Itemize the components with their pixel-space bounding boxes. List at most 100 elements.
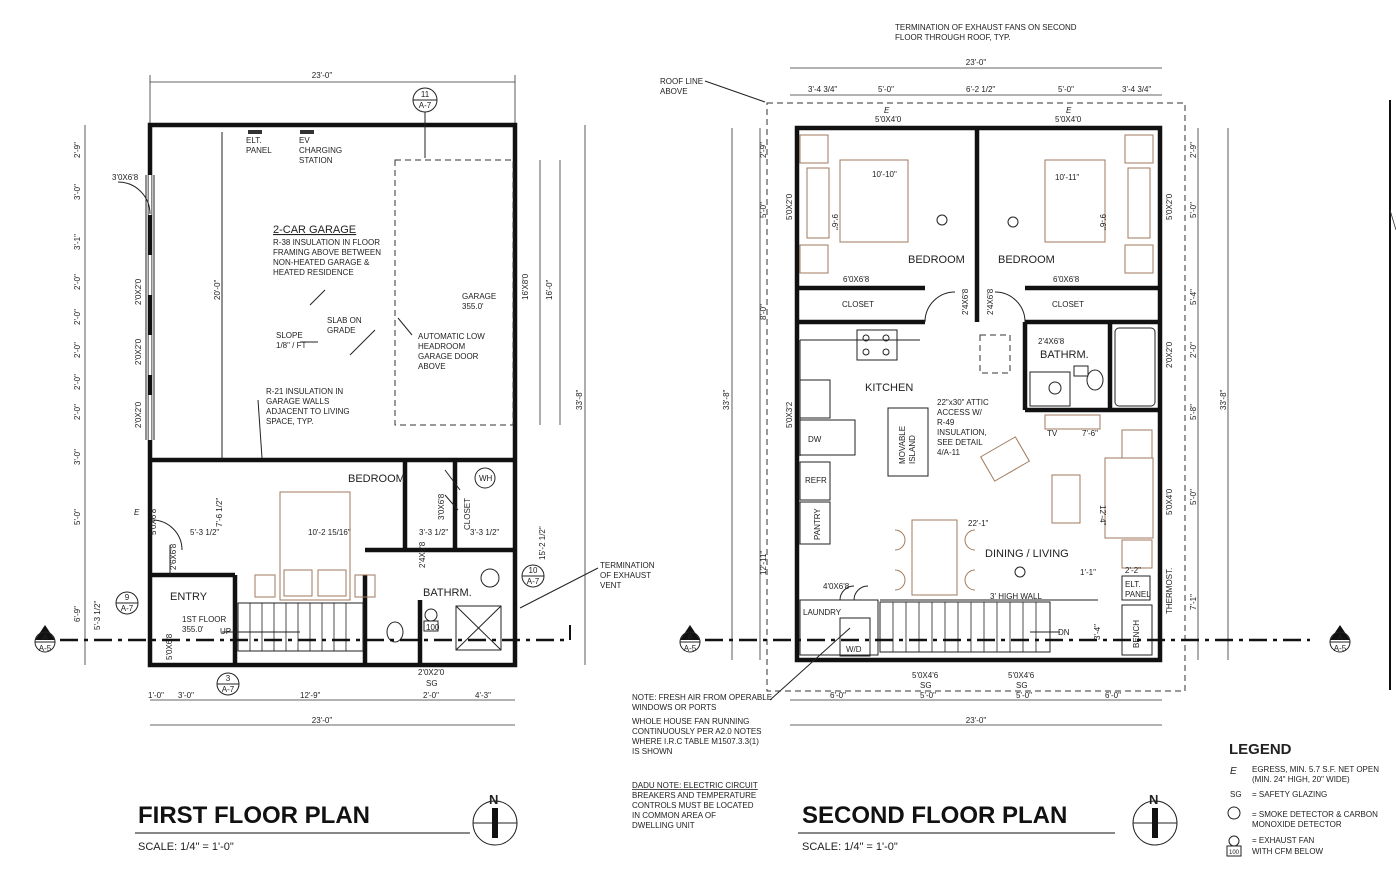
svg-text:LAUNDRY: LAUNDRY [803, 608, 842, 617]
svg-text:WINDOWS OR PORTS: WINDOWS OR PORTS [632, 703, 716, 712]
svg-text:W/D: W/D [846, 645, 862, 654]
svg-text:2'6X6'8: 2'6X6'8 [169, 543, 178, 570]
ff-west-dimensions: 2'-9" 3'-0" 3'-1" 2'-0" 2'-0" 2'-0" 2'-0… [73, 142, 82, 622]
svg-text:5'0X4'0: 5'0X4'0 [1165, 488, 1174, 515]
svg-text:TV: TV [1047, 429, 1058, 438]
svg-text:2'0X2'0: 2'0X2'0 [134, 338, 143, 365]
svg-text:2'4X6'8: 2'4X6'8 [986, 288, 995, 315]
svg-text:THERMOST.: THERMOST. [1165, 568, 1174, 614]
svg-text:2'-9": 2'-9" [759, 142, 768, 158]
svg-text:IS SHOWN: IS SHOWN [632, 747, 673, 756]
svg-text:2'-0": 2'-0" [73, 342, 82, 358]
svg-text:SG: SG [920, 681, 932, 690]
svg-text:5'-4": 5'-4" [1189, 289, 1198, 305]
svg-text:GARAGE: GARAGE [462, 292, 496, 301]
svg-text:2'4X6'8: 2'4X6'8 [418, 541, 427, 568]
svg-text:6'-0": 6'-0" [1105, 691, 1121, 700]
svg-text:BENCH: BENCH [1132, 620, 1141, 648]
svg-text:ELT.: ELT. [1125, 580, 1140, 589]
refrigerator [799, 461, 831, 501]
svg-text:33'-8": 33'-8" [722, 389, 731, 410]
svg-text:A-7: A-7 [527, 577, 540, 586]
svg-text:FRAMING ABOVE BETWEEN: FRAMING ABOVE BETWEEN [273, 248, 381, 257]
svg-text:CLOSET: CLOSET [1052, 300, 1084, 309]
svg-text:ACCESS W/: ACCESS W/ [937, 408, 983, 417]
svg-text:REFR: REFR [805, 476, 827, 485]
svg-text:23'-0": 23'-0" [966, 716, 987, 725]
svg-text:FLOOR THROUGH ROOF, TYP.: FLOOR THROUGH ROOF, TYP. [895, 33, 1011, 42]
svg-text:9'-6": 9'-6" [1098, 214, 1107, 230]
north-arrow-icon: N [472, 792, 518, 846]
svg-text:= EXHAUST FAN: = EXHAUST FAN [1252, 836, 1315, 845]
svg-text:TERMINATION: TERMINATION [600, 561, 655, 570]
svg-text:2'4X6'8: 2'4X6'8 [1038, 337, 1065, 346]
svg-text:2'0X2'0: 2'0X2'0 [134, 401, 143, 428]
svg-text:NON-HEATED GARAGE &: NON-HEATED GARAGE & [273, 258, 370, 267]
svg-text:DW: DW [808, 435, 822, 444]
ff-entry-label: ENTRY [170, 591, 208, 603]
svg-text:PANTRY: PANTRY [813, 508, 822, 540]
svg-text:4'0X6'8: 4'0X6'8 [823, 582, 850, 591]
svg-text:22"x30" ATTIC: 22"x30" ATTIC [937, 398, 989, 407]
svg-text:E: E [134, 508, 140, 517]
svg-text:6'0X6'8: 6'0X6'8 [1053, 275, 1080, 284]
svg-text:3'-4": 3'-4" [1093, 624, 1102, 640]
svg-text:NOTE: FRESH AIR FROM OPERABLE: NOTE: FRESH AIR FROM OPERABLE [632, 693, 772, 702]
first-floor-title: FIRST FLOOR PLAN [138, 802, 370, 829]
svg-text:INSULATION,: INSULATION, [937, 428, 987, 437]
ff-fan-cfm: 100 [426, 623, 440, 632]
svg-text:23'-0": 23'-0" [966, 58, 987, 67]
sink [799, 379, 831, 419]
svg-text:3'-0": 3'-0" [73, 449, 82, 465]
svg-text:20'-0": 20'-0" [213, 279, 222, 300]
svg-text:ELT.: ELT. [246, 136, 261, 145]
water-heater [474, 467, 496, 489]
svg-text:1'-1": 1'-1" [1080, 568, 1096, 577]
svg-text:SEE DETAIL: SEE DETAIL [937, 438, 983, 447]
svg-text:5'-0": 5'-0" [1058, 85, 1074, 94]
svg-text:TERMINATION OF EXHAUST FANS ON: TERMINATION OF EXHAUST FANS ON SECOND [895, 23, 1077, 32]
svg-text:4/A-11: 4/A-11 [937, 448, 961, 457]
svg-text:ABOVE: ABOVE [660, 87, 688, 96]
svg-text:= SAFETY GLAZING: = SAFETY GLAZING [1252, 790, 1327, 799]
svg-text:5'-0": 5'-0" [1016, 691, 1032, 700]
svg-text:2'-9": 2'-9" [1189, 142, 1198, 158]
svg-text:5'0X3'2: 5'0X3'2 [785, 401, 794, 428]
ff-bedroom-label: BEDROOM [348, 473, 405, 485]
svg-text:CONTINUOUSLY PER A2.0 NOTES: CONTINUOUSLY PER A2.0 NOTES [632, 727, 762, 736]
kitchen-label: KITCHEN [865, 382, 913, 394]
svg-text:3'-3 1/2": 3'-3 1/2" [419, 528, 448, 537]
svg-text:5'-0": 5'-0" [1189, 202, 1198, 218]
svg-text:12'-4": 12'-4" [1098, 505, 1107, 526]
dining-table [911, 519, 958, 596]
svg-text:355.0': 355.0' [182, 625, 204, 634]
svg-text:16'-0": 16'-0" [545, 279, 554, 300]
svg-text:MOVABLE: MOVABLE [898, 426, 907, 464]
svg-text:5'0X4'6: 5'0X4'6 [1008, 671, 1035, 680]
svg-text:5'0X4'0: 5'0X4'0 [875, 115, 902, 124]
svg-text:3'-3 1/2": 3'-3 1/2" [470, 528, 499, 537]
svg-text:E: E [884, 106, 890, 115]
svg-text:2'-2": 2'-2" [1125, 566, 1141, 575]
svg-text:EV: EV [299, 136, 310, 145]
north-arrow-icon: N [1132, 792, 1178, 846]
svg-text:1'-0": 1'-0" [148, 691, 164, 700]
svg-text:2'-0": 2'-0" [1189, 342, 1198, 358]
svg-text:1/8" / FT: 1/8" / FT [276, 341, 307, 350]
sf-bedroom-2-label: BEDROOM [998, 254, 1055, 266]
svg-text:2'-0": 2'-0" [73, 274, 82, 290]
svg-text:3'-0": 3'-0" [178, 691, 194, 700]
svg-text:23'-0": 23'-0" [312, 716, 333, 725]
svg-text:A-5: A-5 [684, 644, 697, 653]
svg-text:SPACE, TYP.: SPACE, TYP. [266, 417, 314, 426]
svg-text:3: 3 [226, 674, 231, 683]
range [856, 329, 898, 361]
svg-text:6'-0": 6'-0" [830, 691, 846, 700]
svg-text:PANEL: PANEL [1125, 590, 1151, 599]
svg-text:6'-9": 6'-9" [73, 606, 82, 622]
bed-2 [1044, 159, 1106, 243]
svg-text:WH: WH [479, 474, 493, 483]
svg-text:A-5: A-5 [1334, 644, 1347, 653]
svg-text:PANEL: PANEL [246, 146, 272, 155]
bathtub [1114, 327, 1156, 407]
